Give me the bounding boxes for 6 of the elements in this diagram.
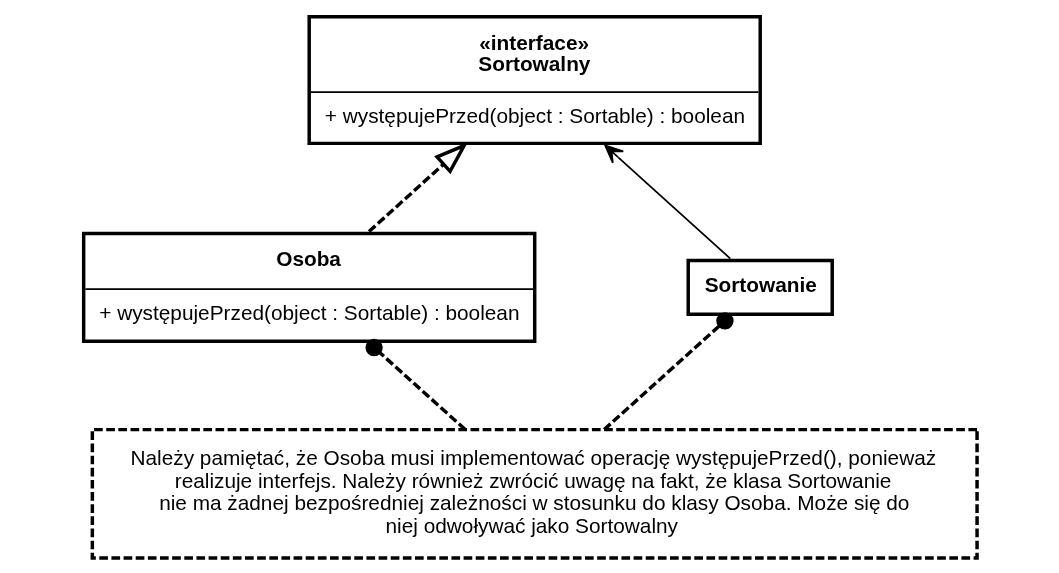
connector bbox=[365, 338, 467, 431]
arrow bbox=[367, 142, 469, 233]
node-box: Sortowanie bbox=[686, 258, 834, 316]
node-box: Należy pamiętać, że Osoba musi implementować operację występujePrzed(), ponieważ realizuje interfejs. Należy również zwrócić uwagę na fakt, że klasa Sortowanie nie ma żadnej bezpośredniej zależności w stosunku do klasy Osoba. Może się do niej odwoływać jako Sortowalny bbox=[90, 427, 979, 560]
connector bbox=[603, 312, 734, 431]
arrow bbox=[604, 144, 732, 260]
